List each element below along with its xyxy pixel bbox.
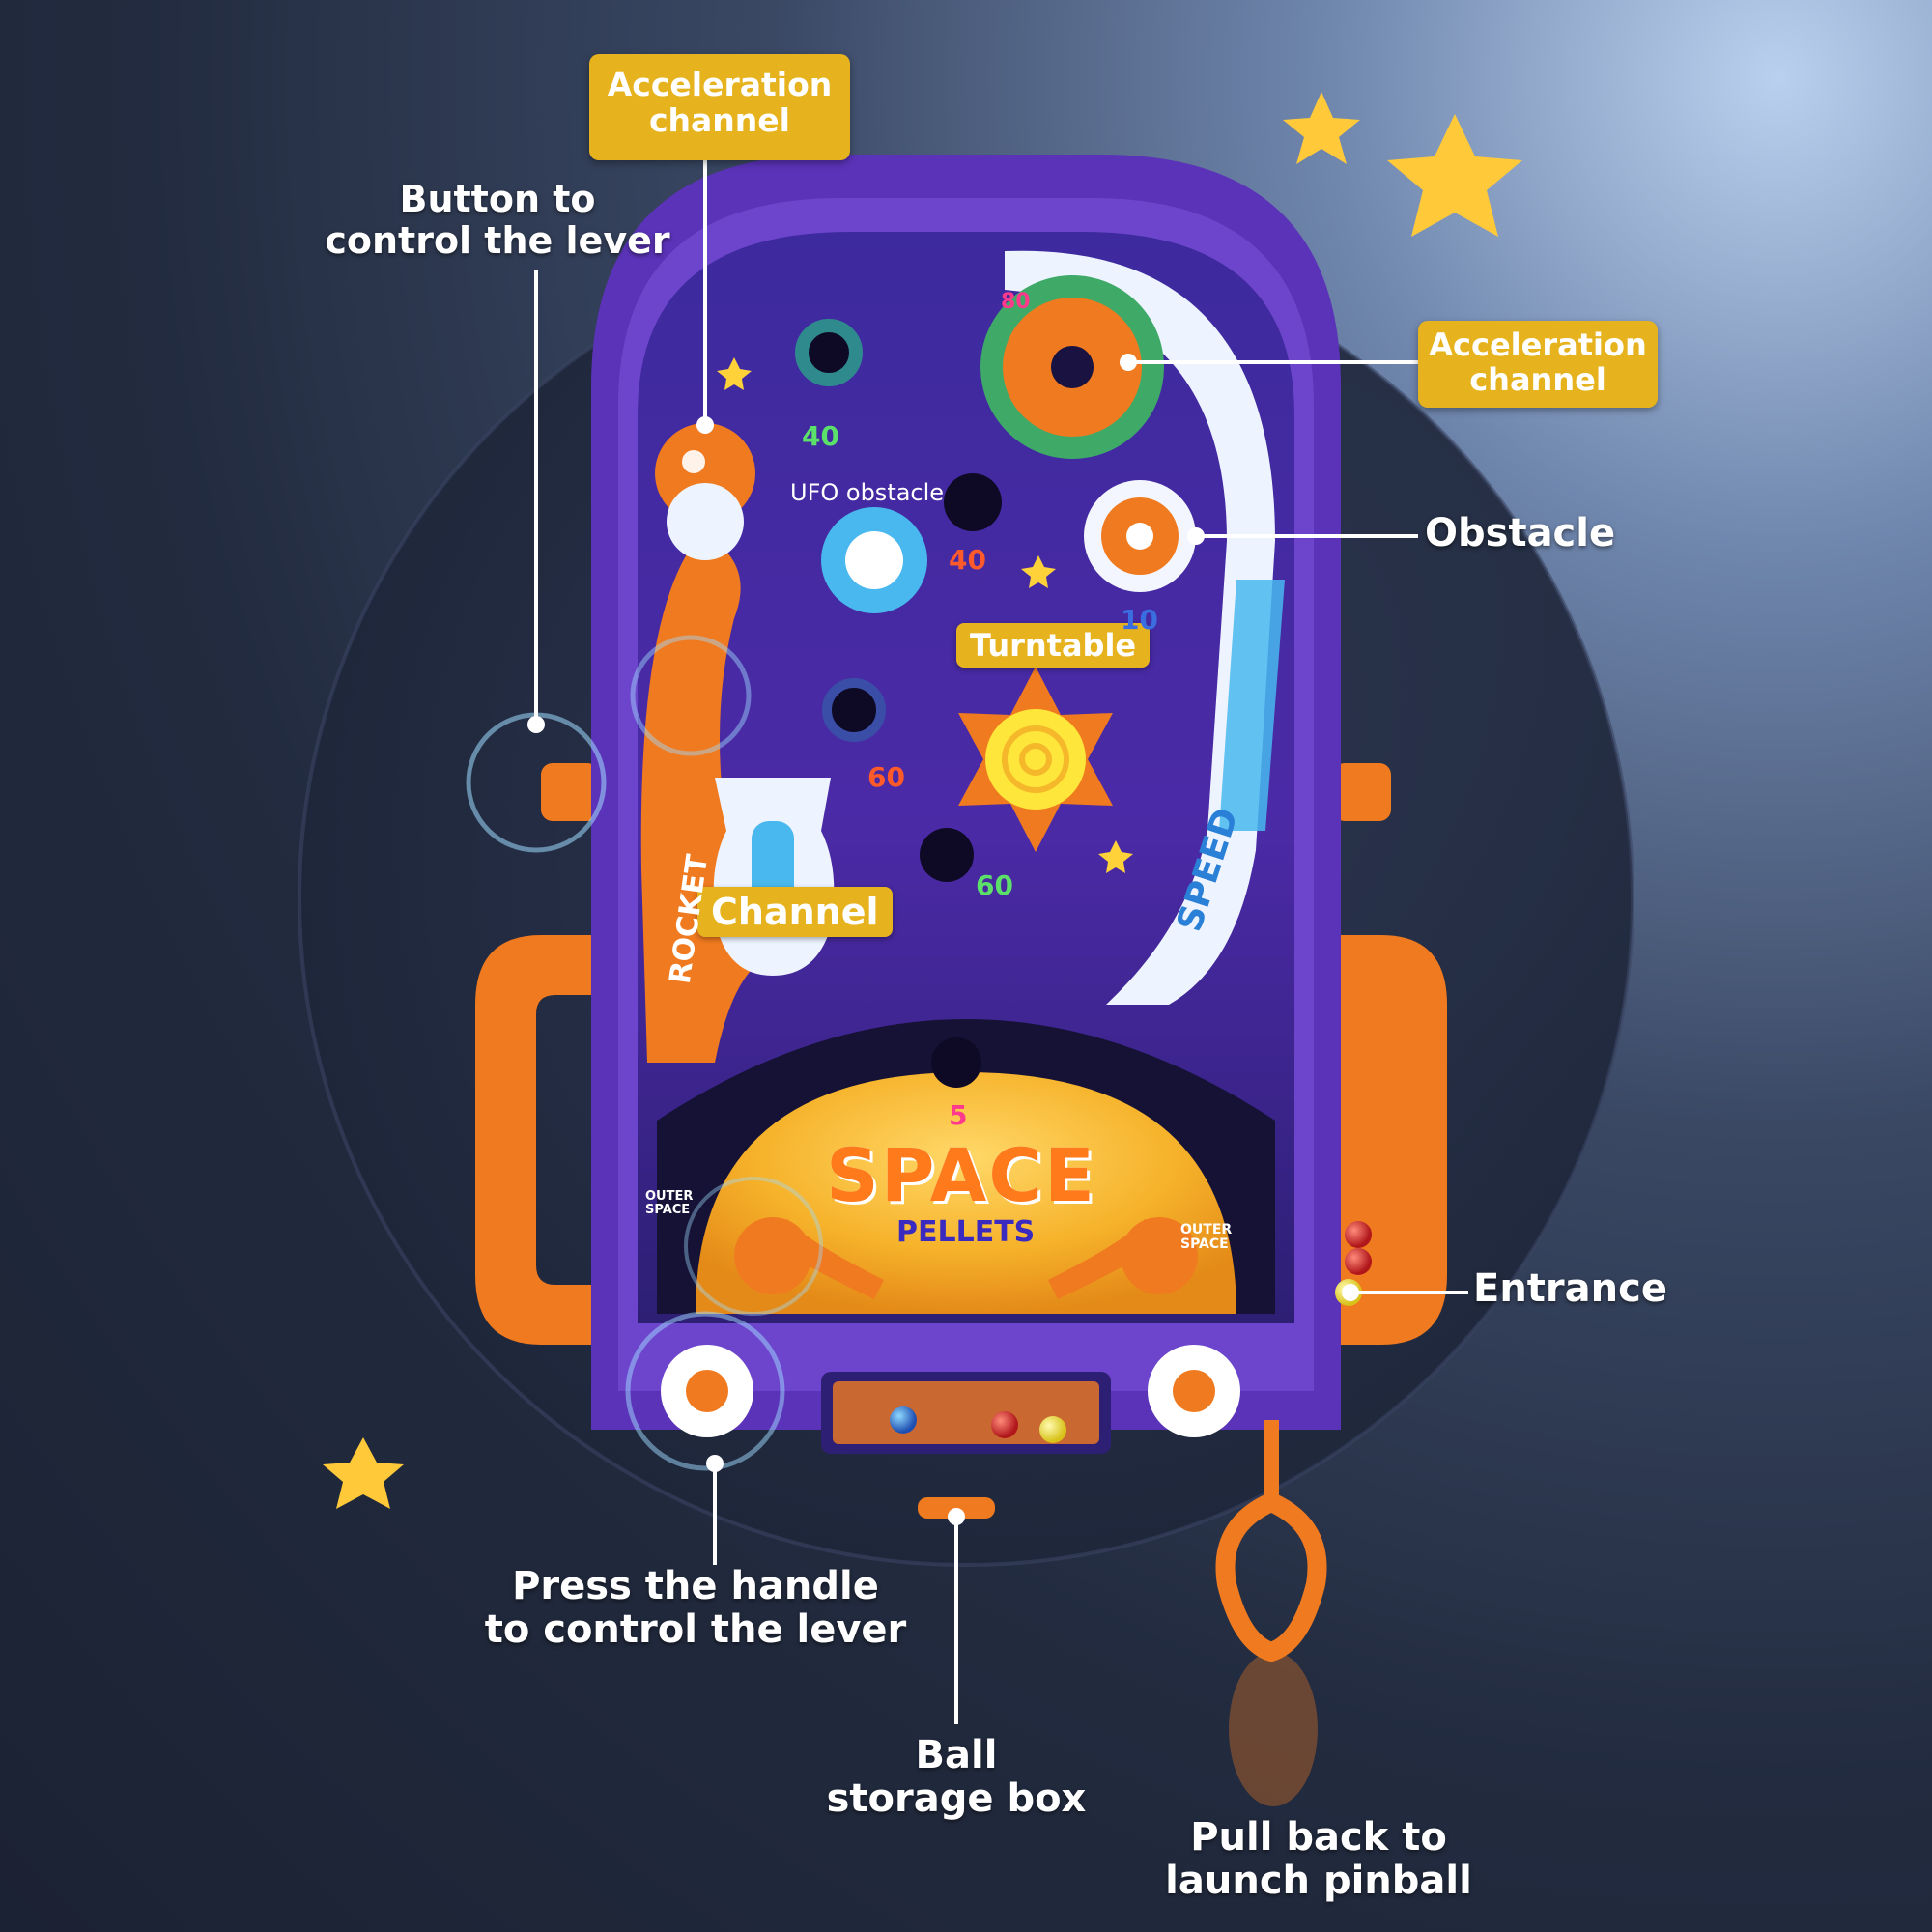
entrance-label-text: Entrance xyxy=(1473,1266,1667,1311)
button-lever-line2: control the lever xyxy=(325,218,670,262)
press-handle-line1: Press the handle xyxy=(512,1564,879,1608)
score-10: 10 xyxy=(1121,604,1158,636)
obstacle-label: Obstacle xyxy=(1425,512,1615,555)
hole xyxy=(931,1037,981,1088)
pellets-subtitle: PELLETS xyxy=(896,1215,1036,1249)
score-40-ufo: 40 xyxy=(949,544,986,576)
callout-dots xyxy=(527,354,1359,1525)
obstacle-label-text: Obstacle xyxy=(1425,511,1616,555)
press-handle-line2: to control the lever xyxy=(484,1606,907,1652)
ball-storage-label: Ball storage box xyxy=(811,1734,1101,1821)
score-80: 80 xyxy=(1001,290,1031,314)
score-40-left: 40 xyxy=(802,420,839,452)
pull-back-label: Pull back to launch pinball xyxy=(1145,1816,1492,1903)
leader-lines xyxy=(534,159,1468,1724)
acceleration-channel-right-line1: Acceleration xyxy=(1429,327,1647,363)
star-icon-bottom-left xyxy=(323,1437,404,1509)
score-60-left: 60 xyxy=(867,761,905,793)
ball-storage-line1: Ball xyxy=(915,1733,998,1777)
hole xyxy=(795,319,863,386)
turntable-chip: Turntable xyxy=(956,623,1151,668)
ufo-obstacle-label: UFO obstacle xyxy=(790,479,945,506)
hole xyxy=(944,473,1002,531)
button-lever-line1: Button to xyxy=(399,178,596,220)
acceleration-channel-top-line1: Acceleration xyxy=(607,66,833,103)
launcher-pull-ring xyxy=(1215,1492,1327,1662)
button-lever-label: Button to control the lever xyxy=(319,179,676,261)
hole xyxy=(920,828,974,882)
acceleration-channel-top-line2: channel xyxy=(648,100,790,139)
pull-back-line1: Pull back to xyxy=(1190,1815,1447,1860)
acceleration-channel-right-line2: channel xyxy=(1469,360,1606,398)
acceleration-channel-top-chip: Acceleration channel xyxy=(589,54,850,160)
acceleration-channel-right-chip: Acceleration channel xyxy=(1418,321,1658,408)
star-icon-top-small xyxy=(1283,92,1360,164)
entrance-label: Entrance xyxy=(1473,1267,1667,1311)
right-side-handle xyxy=(1314,935,1447,1345)
space-title: SPACE xyxy=(826,1132,1096,1218)
entrance-balls xyxy=(1345,1221,1372,1248)
score-60-center: 60 xyxy=(976,869,1013,901)
outer-space-right: OUTER SPACE xyxy=(1180,1222,1233,1253)
ball-storage-line2: storage box xyxy=(826,1776,1087,1821)
channel-chip: Channel xyxy=(697,887,893,937)
hole xyxy=(822,678,886,742)
left-side-handle xyxy=(475,935,618,1345)
score-5: 5 xyxy=(949,1099,968,1131)
press-handle-label: Press the handle to control the lever xyxy=(473,1565,918,1652)
outer-space-left: OUTER SPACE xyxy=(645,1189,694,1218)
star-icon-top-large xyxy=(1387,114,1522,237)
pull-back-line2: launch pinball xyxy=(1165,1858,1472,1903)
